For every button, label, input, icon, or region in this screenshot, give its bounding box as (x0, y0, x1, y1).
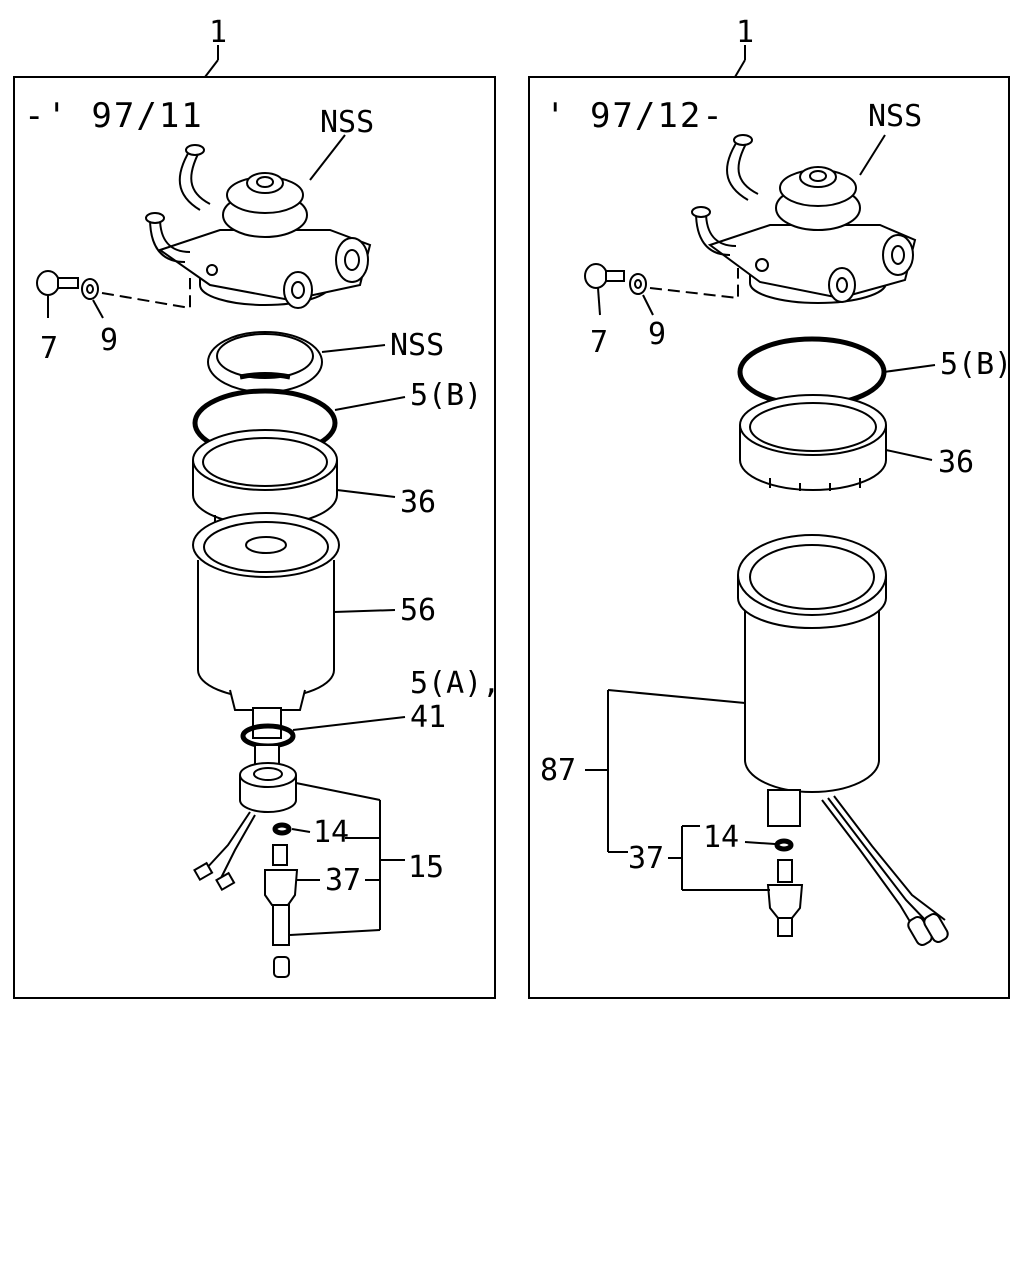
right-date-range: ' 97/12- (545, 96, 725, 136)
oring-14-left (272, 822, 292, 836)
washer-9-right (629, 273, 654, 316)
label-bolt-left: 7 (40, 331, 58, 366)
oring-14-right (774, 838, 794, 852)
bracket-15-left (289, 800, 405, 936)
label-oring-a1-left: 5(A), (410, 666, 500, 701)
right-panel-frame (528, 76, 1010, 999)
bracket-87-right (585, 689, 770, 891)
label-nss-head-left: NSS (320, 105, 374, 140)
filter-56-left (192, 512, 340, 739)
label-ring-nut-right: 36 (938, 445, 974, 480)
ring-nut-36-left (192, 429, 338, 528)
label-bolt-right: 7 (590, 325, 608, 360)
filter-87-right (737, 534, 949, 946)
label-oring-small-left: 14 (313, 815, 349, 850)
right-panel: 1 ' 97/12- NSS (528, 15, 1012, 999)
label-oring-a2-left: 41 (410, 700, 446, 735)
label-filter-assembly-right: 87 (540, 753, 576, 788)
ring-nut-36-right (739, 394, 887, 491)
label-nss-head-right: NSS (868, 99, 922, 134)
label-drain-plug-left: 37 (325, 863, 361, 898)
label-oring-small-right: 14 (703, 820, 739, 855)
left-panel-frame (13, 76, 496, 999)
left-date-range: -' 97/11 (24, 96, 204, 136)
drain-plug-37-right (766, 859, 804, 937)
label-drain-plug-right: 37 (628, 841, 664, 876)
nss-ring-left (207, 331, 323, 393)
leader-bolt-right (649, 268, 739, 300)
label-washer-left: 9 (100, 323, 118, 358)
bolt-7-left (36, 270, 79, 318)
leader-bolt-left (101, 278, 191, 310)
drain-plug-37-left (264, 844, 299, 978)
left-assembly-number: 1 (209, 15, 227, 50)
filter-head-right (691, 134, 917, 304)
label-ring-nut-left: 36 (400, 485, 436, 520)
left-panel: 1 -' 97/11 NSS (13, 15, 500, 999)
label-sensor-group-left: 15 (408, 850, 444, 885)
sensor-housing-left (193, 744, 297, 892)
right-assembly-number: 1 (736, 15, 754, 50)
label-oring-b-left: 5(B) (410, 378, 482, 413)
filter-head-left (145, 134, 372, 309)
label-washer-right: 9 (648, 317, 666, 352)
label-oring-b-right: 5(B) (940, 347, 1012, 382)
label-nss-ring-left: NSS (390, 328, 444, 363)
bolt-7-right (584, 263, 625, 316)
label-filter-left: 56 (400, 593, 436, 628)
washer-9-left (81, 278, 104, 319)
